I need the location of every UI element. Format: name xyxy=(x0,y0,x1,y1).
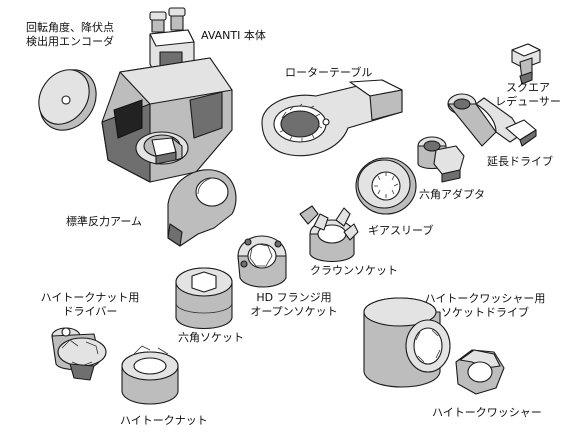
label-square-reducer-line1: スクエア xyxy=(506,81,550,94)
high-torque-nut-driver-part xyxy=(51,327,107,381)
label-hd-flange-line2: オープンソケット xyxy=(250,305,338,318)
label-reaction-arm: 標準反力アーム xyxy=(66,215,143,228)
label-encoder-line2: 検出用エンコーダ xyxy=(26,35,114,48)
hd-flange-open-socket-part xyxy=(237,235,287,288)
avanti-body-part xyxy=(101,7,233,183)
rotor-table-part xyxy=(261,79,403,157)
label-high-torque-washer: ハイトークワッシャー xyxy=(432,406,542,419)
gear-sleeve-part xyxy=(355,157,417,215)
label-gear-sleeve: ギアスリーブ xyxy=(368,224,434,237)
hex-socket-part xyxy=(175,267,233,329)
label-high-torque-nut: ハイトークナット xyxy=(120,414,208,427)
label-hex-adapter: 六角アダプタ xyxy=(419,188,485,201)
hex-adapter-part xyxy=(417,136,465,183)
encoder-part xyxy=(38,69,97,131)
extension-drive-part xyxy=(447,93,537,147)
label-rotor-table: ローターテーブル xyxy=(285,66,373,79)
label-washer-socket-drive-line1: ハイトークワッシャー用 xyxy=(424,292,546,305)
label-square-reducer-line2: レデューサー xyxy=(495,95,561,108)
label-crown-socket: クラウンソケット xyxy=(310,264,398,277)
washer-socket-drive-part xyxy=(363,297,451,388)
label-washer-socket-drive: ハイトークワッシャー用 ソケットドライブ xyxy=(410,292,560,320)
label-hex-socket: 六角ソケット xyxy=(178,331,244,344)
label-hd-flange-line1: HD フランジ用 xyxy=(256,291,332,304)
label-hd-flange-open-socket: HD フランジ用 オープンソケット xyxy=(234,291,354,319)
label-washer-socket-drive-line2: ソケットドライブ xyxy=(441,306,529,319)
high-torque-washer-part xyxy=(455,349,505,395)
label-high-torque-nut-driver-line2: ドライバー xyxy=(62,305,118,318)
square-reducer-part xyxy=(511,43,541,85)
label-high-torque-nut-driver: ハイトークナット用 ドライバー xyxy=(26,291,154,319)
reaction-arm-part xyxy=(167,169,237,247)
crown-socket-part xyxy=(299,205,359,263)
label-square-reducer: スクエア レデューサー xyxy=(476,81,580,109)
label-extension-drive: 延長ドライブ xyxy=(487,155,553,168)
high-torque-nut-part xyxy=(121,345,179,405)
label-encoder: 回転角度、降伏点 検出用エンコーダ xyxy=(26,21,114,49)
label-encoder-line1: 回転角度、降伏点 xyxy=(26,21,114,34)
label-avanti-body: AVANTI 本体 xyxy=(201,29,266,42)
label-high-torque-nut-driver-line1: ハイトークナット用 xyxy=(40,291,140,304)
